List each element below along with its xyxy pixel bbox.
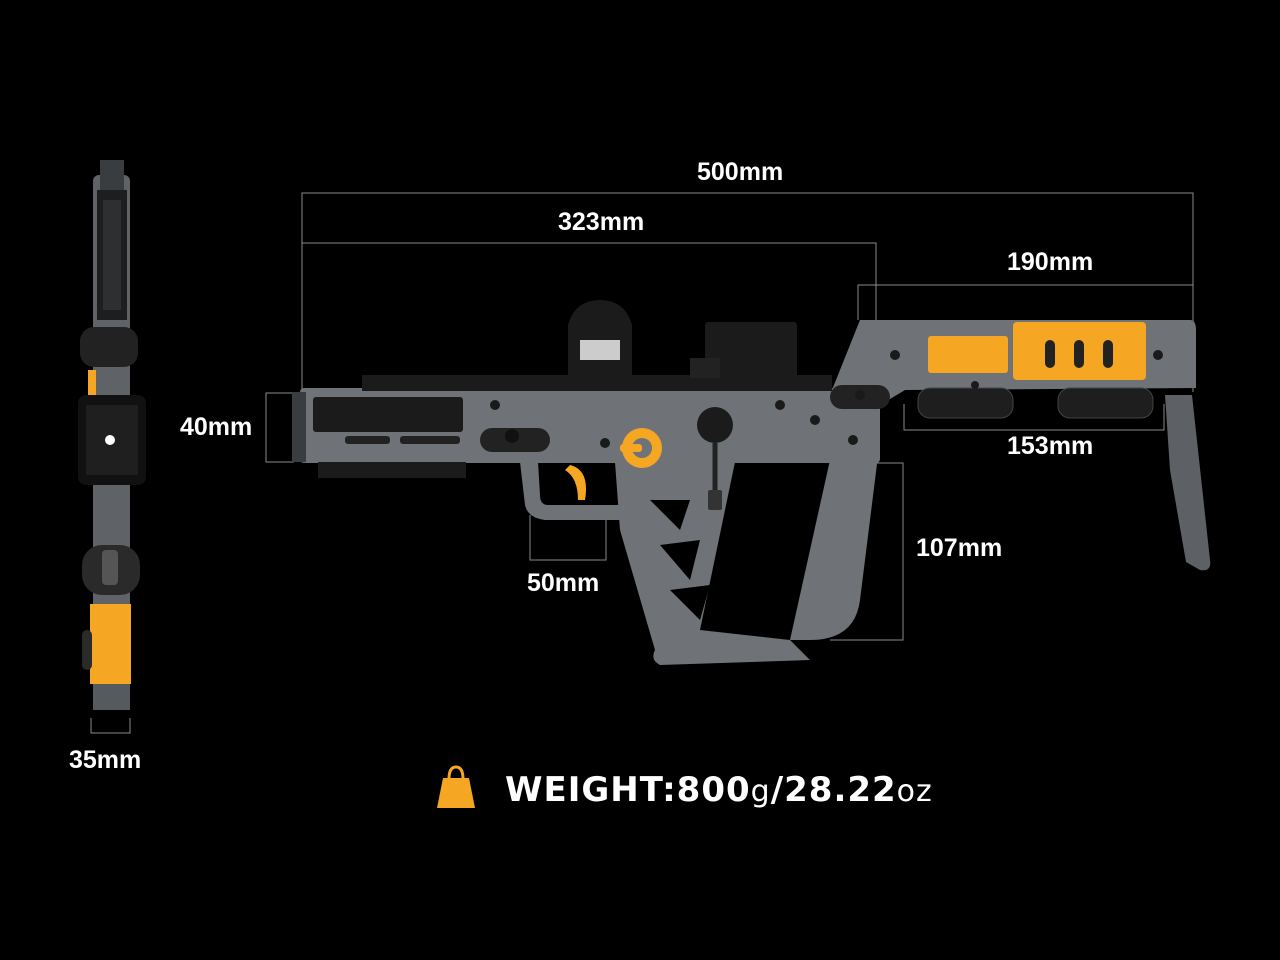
dim-receiver-height: 40mm xyxy=(180,413,253,441)
dim-line-153 xyxy=(903,404,1165,431)
dim-line-190 xyxy=(857,284,1194,320)
side-view-product xyxy=(292,300,1211,665)
dim-line-50 xyxy=(529,515,607,561)
dim-width: 35mm xyxy=(69,746,142,774)
dim-stock-pad-length: 153mm xyxy=(1007,432,1094,460)
dim-line-40 xyxy=(265,392,294,463)
weight-grams: 800 xyxy=(676,770,751,810)
dim-trigger-guard: 50mm xyxy=(527,569,600,597)
top-view-product xyxy=(78,160,146,710)
dim-line-107 xyxy=(830,462,904,641)
weight-ounces-unit: oz xyxy=(896,774,933,809)
weight-ounces: 28.22 xyxy=(784,770,897,810)
weight-grams-unit: g xyxy=(750,774,771,809)
weight-label: WEIGHT: xyxy=(505,770,677,810)
weight-row: WEIGHT:800g/28.22oz xyxy=(433,766,933,814)
weight-separator: / xyxy=(770,770,785,810)
dim-receiver-length: 323mm xyxy=(558,208,645,236)
dim-line-35 xyxy=(90,718,131,734)
dim-total-length: 500mm xyxy=(697,158,784,186)
dim-stock-length: 190mm xyxy=(1007,248,1094,276)
weight-text: WEIGHT:800g/28.22oz xyxy=(505,770,933,810)
weight-bag-icon xyxy=(437,765,475,808)
dim-grip-height: 107mm xyxy=(916,534,1003,562)
